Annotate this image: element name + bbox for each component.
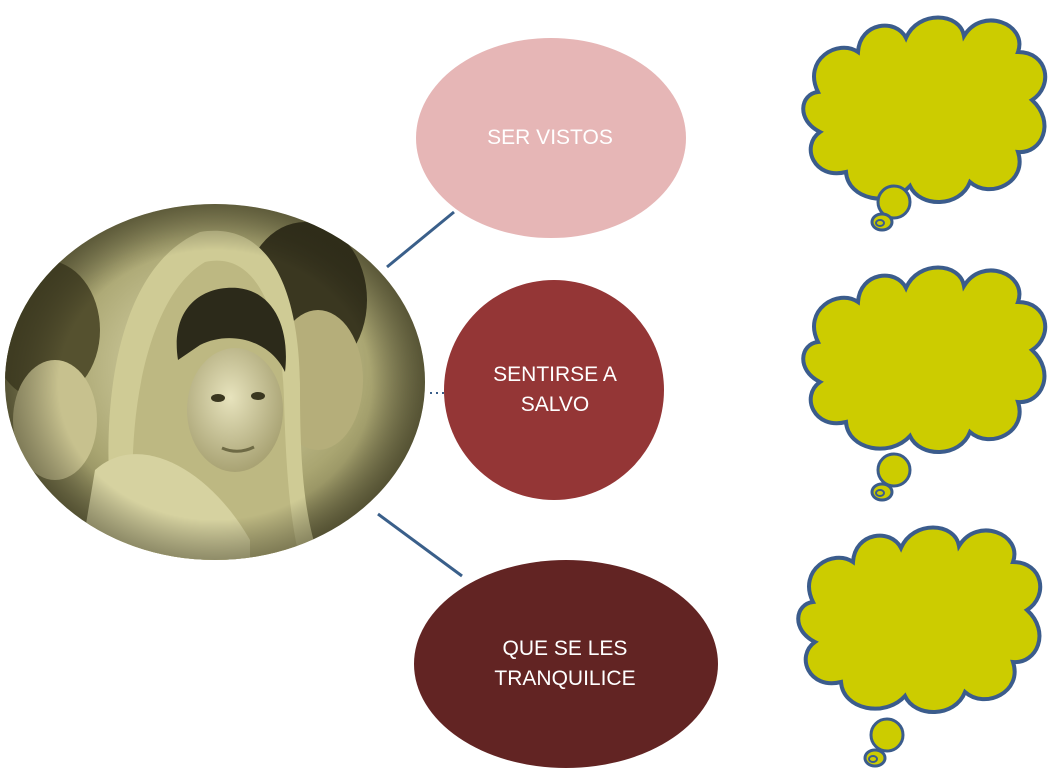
need-node-sentirse-a-salvo: [444, 280, 664, 500]
center-photo: [5, 204, 425, 560]
connector-line-bottom: [377, 512, 463, 578]
need-label-sentirse-a-salvo: SENTIRSE A SALVO: [493, 363, 617, 416]
need-node-tranquilice: [414, 560, 718, 768]
connector-line-top: [386, 210, 455, 269]
need-label-tranquilice: QUE SE LES TRANQUILICE: [494, 637, 636, 690]
thought-bubble-1: [801, 15, 1048, 232]
need-node-ser-vistos: [416, 38, 686, 238]
need-label-ser-vistos: SER VISTOS: [487, 126, 613, 149]
thought-bubble-2: [801, 265, 1048, 502]
thought-bubble-3: [796, 525, 1043, 768]
